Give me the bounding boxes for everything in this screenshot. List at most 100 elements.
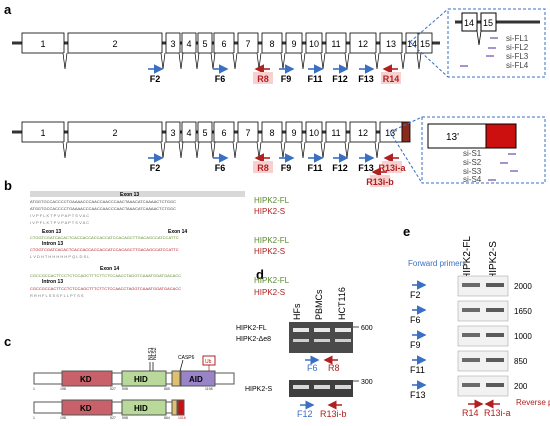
primer-label: R13i-a xyxy=(378,163,406,173)
exon-label: 10 xyxy=(309,39,319,49)
zoom-box-s xyxy=(421,116,546,184)
forward-primer-label: F11 xyxy=(410,365,425,375)
exon-5 xyxy=(197,32,213,54)
exon-3 xyxy=(165,121,181,143)
exon-7 xyxy=(237,121,259,143)
band xyxy=(486,383,504,387)
site-nls1: NLS1 xyxy=(148,347,154,360)
primer-label: R14 xyxy=(383,74,400,84)
primer-label: F11 xyxy=(307,163,322,173)
domain-hid xyxy=(121,399,167,416)
exon-header: Exon 14 xyxy=(100,266,119,272)
domain-hid-label: HID xyxy=(134,404,148,413)
aa-row: I V P F L K T P V P A P T S V A C xyxy=(30,220,89,225)
primer-label: F6 xyxy=(215,74,226,84)
seq-label-fl: HIPK2-FL xyxy=(254,196,290,205)
exon-11 xyxy=(325,32,347,54)
exon-label: 2 xyxy=(112,39,117,49)
primer-label: F2 xyxy=(150,74,161,84)
exon-label: 12 xyxy=(358,128,368,138)
band xyxy=(462,358,480,362)
splice-marker xyxy=(374,52,380,70)
domain-kd xyxy=(61,399,113,416)
reverse-primer-label: R14 xyxy=(462,408,479,418)
reverse-primers-label: Reverse primers xyxy=(516,398,550,407)
panel-label-c: c xyxy=(4,334,11,349)
forward-primer-label: F2 xyxy=(410,290,421,300)
site-nls2: NLS2 xyxy=(152,347,158,360)
exon-10 xyxy=(305,121,323,143)
protein-domain-s: KD HID 1 198 527 598 864 1016 xyxy=(33,399,186,420)
band xyxy=(293,339,309,342)
tick-label: 527 xyxy=(110,387,116,391)
panel-label-d: d xyxy=(256,267,264,282)
exon-header: Exon 14 xyxy=(168,229,187,235)
primer-highlight xyxy=(253,72,273,84)
sirna-s3-label: si-S3 xyxy=(463,167,482,176)
exon-8 xyxy=(261,32,283,54)
exon-12 xyxy=(349,32,377,54)
tick-label: 598 xyxy=(122,387,128,391)
panel-label-b: b xyxy=(4,178,12,193)
splice-marker xyxy=(344,52,350,70)
panel-label-e: e xyxy=(403,224,410,239)
size-marker: 200 xyxy=(514,382,528,391)
sirna-s2-label: si-S2 xyxy=(463,158,482,167)
band xyxy=(335,328,351,332)
lane-label: HIPK2-S xyxy=(488,241,499,280)
splice-marker xyxy=(300,52,306,70)
gel-strip xyxy=(457,275,509,297)
sequence-row: CTGGTCGATCACACTCACCACCACCACCATCCACAGCTTG… xyxy=(30,235,179,240)
exon-label: 9 xyxy=(291,39,296,49)
band xyxy=(462,283,480,287)
domain-hid-label: HID xyxy=(134,375,148,384)
primer-label: R13i-b xyxy=(366,177,394,187)
gel-panel-d: HFs PBMCs HCT116 HIPK2-FL HIPK2-Δe8 600 … xyxy=(236,287,373,419)
splice-marker xyxy=(160,52,166,70)
exon-label: 2 xyxy=(112,128,117,138)
zoom-line xyxy=(389,116,423,133)
exon-9 xyxy=(285,121,303,143)
splice-marker xyxy=(232,52,238,70)
protein-domain-fl: KD HID AID NLS1 NLS2 CASP6 Ub 1 198 527 … xyxy=(33,347,235,391)
exon-label: 7 xyxy=(245,128,250,138)
exon-label: 4 xyxy=(186,39,191,49)
zoom-exon-13p-label: 13' xyxy=(446,132,459,143)
exon-header: Exon 13 xyxy=(42,229,61,235)
exon-header-bar xyxy=(30,191,245,197)
domain-hid xyxy=(121,370,167,387)
splice-marker xyxy=(280,141,286,159)
forward-primer-label: F9 xyxy=(410,340,421,350)
primer-label: F12 xyxy=(332,163,348,173)
splice-marker xyxy=(280,52,286,70)
intron-header: Intron 13 xyxy=(42,279,63,285)
sirna-fl4-label: si-FL4 xyxy=(506,61,529,70)
zoom-line xyxy=(409,41,449,78)
primer-label: R8 xyxy=(257,74,269,84)
sirna-s1-label: si-S1 xyxy=(463,149,482,158)
tick-label: 1198 xyxy=(205,387,213,391)
zoom-line xyxy=(389,131,423,184)
domain-kd-label: KD xyxy=(80,375,92,384)
primer-label: F6 xyxy=(215,163,226,173)
splice-marker xyxy=(160,141,166,159)
gel-strip xyxy=(457,375,509,397)
primer-label: F9 xyxy=(281,163,292,173)
gel-image-top xyxy=(289,322,353,353)
band xyxy=(462,333,480,337)
primer-label: F13 xyxy=(358,163,374,173)
tick-label: 1016 xyxy=(178,416,186,420)
splice-marker xyxy=(374,141,380,159)
band xyxy=(486,333,504,337)
exon-label: 4 xyxy=(186,128,191,138)
exon-13p-unique xyxy=(401,121,411,143)
sequence-row: ATGGTGCCACCCCTGAAAACCCAACCAACCCAACTAAACA… xyxy=(30,199,176,204)
primer-label: F9 xyxy=(281,74,292,84)
tick-label: 198 xyxy=(60,416,66,420)
zoom-exon-14-label: 14 xyxy=(464,18,474,28)
zoom-exon-14 xyxy=(461,12,478,32)
band-label-de8: HIPK2-Δe8 xyxy=(236,336,271,343)
primer-label: F12 xyxy=(332,74,348,84)
splice-marker xyxy=(320,141,326,159)
exon-10 xyxy=(305,32,323,54)
